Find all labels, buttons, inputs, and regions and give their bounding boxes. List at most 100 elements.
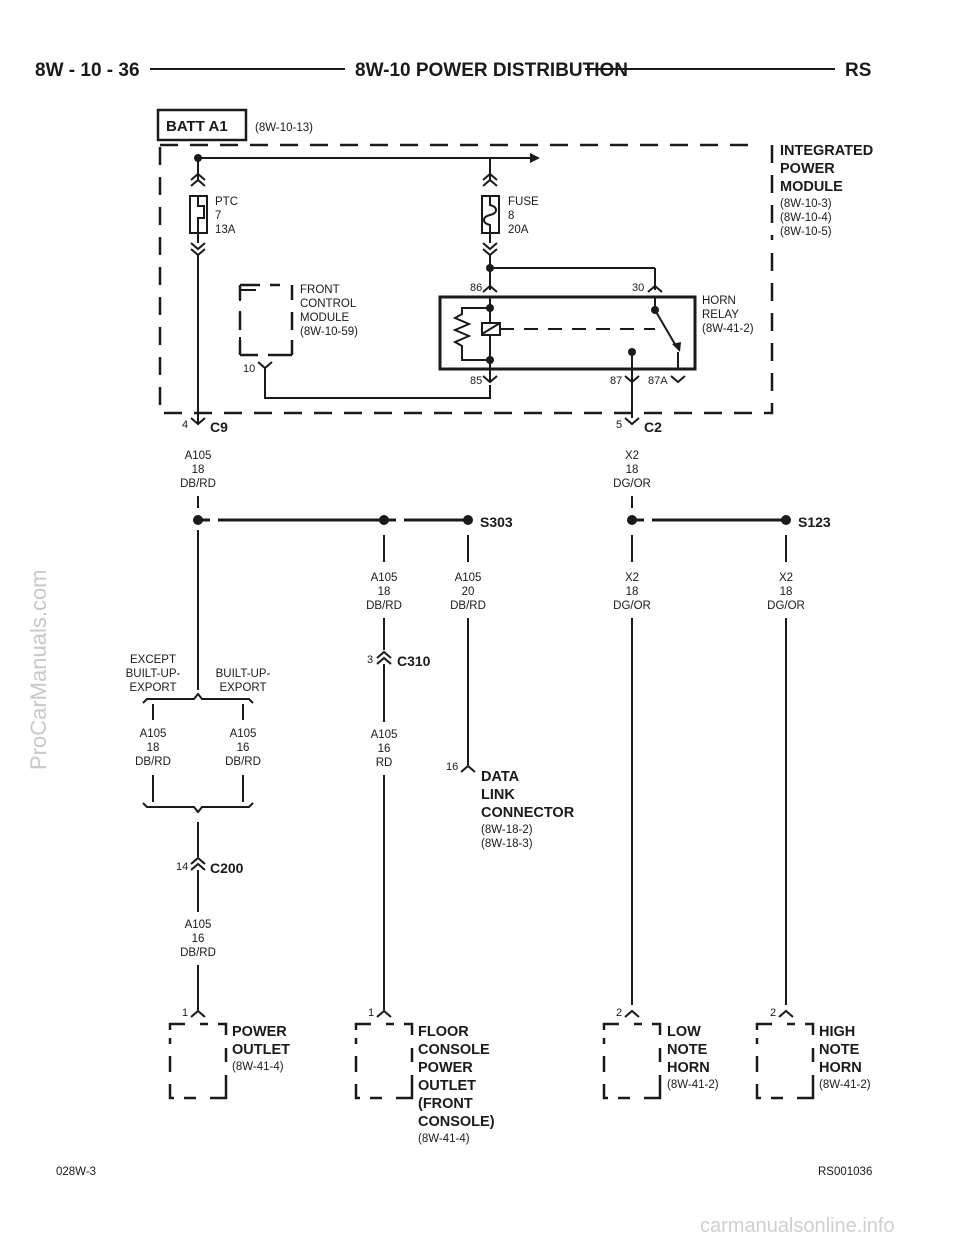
wire-label-circuit: A105 bbox=[185, 450, 212, 462]
splice-s123-label: S123 bbox=[798, 514, 831, 530]
low-horn-pin: 2 bbox=[616, 1007, 622, 1019]
ipm-label-backing bbox=[750, 140, 840, 245]
fcm-ref: (8W-10-59) bbox=[300, 326, 358, 338]
option-except-line-2: BUILT-UP- bbox=[126, 668, 181, 680]
c200-pin: 14 bbox=[176, 861, 188, 873]
wire-label-circuit: A105 bbox=[185, 919, 212, 931]
option-split-brace bbox=[142, 692, 254, 704]
ipm-label-1: INTEGRATED bbox=[780, 143, 873, 159]
relay-pin-85: 85 bbox=[470, 375, 482, 387]
option-merge-brace bbox=[142, 802, 254, 814]
fuse-top-terminal-icon bbox=[482, 172, 498, 187]
high-horn-label-2: NOTE bbox=[819, 1042, 860, 1058]
wire-label-gauge: 16 bbox=[237, 742, 250, 754]
ipm-ref-1: (8W-10-3) bbox=[780, 198, 832, 210]
high-horn-terminal-icon bbox=[778, 1009, 794, 1018]
floor-outlet-label-3: POWER bbox=[418, 1060, 473, 1076]
c2-name: C2 bbox=[644, 419, 662, 435]
footer-figure-id: 028W-3 bbox=[56, 1166, 96, 1178]
dlc-label-2: LINK bbox=[481, 787, 515, 803]
fuse-number: 8 bbox=[508, 210, 514, 222]
high-note-horn-outline bbox=[755, 1022, 815, 1100]
relay-label-1: HORN bbox=[702, 295, 736, 307]
dlc-pin: 16 bbox=[446, 761, 458, 773]
c2-terminal-icon bbox=[624, 417, 640, 426]
power-outlet-terminal-icon bbox=[190, 1009, 206, 1018]
c310-connector-icon bbox=[376, 650, 392, 665]
wire-label-gauge: 16 bbox=[378, 743, 391, 755]
wire-label-gauge: 18 bbox=[626, 464, 639, 476]
horn-relay-box bbox=[438, 295, 697, 371]
c310-name: C310 bbox=[397, 653, 431, 669]
wire-label-circuit: X2 bbox=[779, 572, 793, 584]
c9-pin: 4 bbox=[182, 419, 188, 431]
s123-node-high-horn bbox=[781, 515, 791, 525]
option-builtup-line-1: BUILT-UP- bbox=[216, 668, 271, 680]
ptc-element-icon bbox=[197, 196, 205, 233]
s303-node-dlc bbox=[463, 515, 473, 525]
low-horn-label-2: NOTE bbox=[667, 1042, 708, 1058]
ipm-ref-3: (8W-10-5) bbox=[780, 226, 832, 238]
high-horn-ref: (8W-41-2) bbox=[819, 1079, 871, 1091]
relay-switch-arrow bbox=[672, 342, 681, 352]
relay-resistor-icon bbox=[452, 307, 490, 361]
relay-switch-icon bbox=[654, 309, 677, 347]
s123-node-c2 bbox=[627, 515, 637, 525]
wire-label-color: DB/RD bbox=[225, 756, 261, 768]
c9-name: C9 bbox=[210, 419, 228, 435]
wire-label-circuit: A105 bbox=[140, 728, 167, 740]
power-outlet-label-1: POWER bbox=[232, 1024, 287, 1040]
s123-bus-gap bbox=[644, 515, 652, 525]
dlc-label-3: CONNECTOR bbox=[481, 805, 575, 821]
fcm-terminal-icon bbox=[257, 361, 273, 370]
ipm-ref-2: (8W-10-4) bbox=[780, 212, 832, 224]
floor-outlet-label-5: (FRONT bbox=[418, 1096, 473, 1112]
header-page-number: 8W - 10 - 36 bbox=[35, 60, 140, 81]
ptc-bottom-terminal-icon bbox=[190, 242, 206, 257]
relay-pin-87: 87 bbox=[610, 375, 622, 387]
option-except-line-3: EXPORT bbox=[129, 682, 176, 694]
high-horn-label-3: HORN bbox=[819, 1060, 862, 1076]
wire-label-color: DB/RD bbox=[180, 478, 216, 490]
relay-label-2: RELAY bbox=[702, 309, 739, 321]
s303-node-c310 bbox=[379, 515, 389, 525]
s303-node-c9 bbox=[193, 515, 203, 525]
fuse-bottom-terminal-icon bbox=[482, 242, 498, 257]
dlc-ref-1: (8W-18-2) bbox=[481, 824, 533, 836]
wire-label-gauge: 18 bbox=[192, 464, 205, 476]
wire-label-color: DG/OR bbox=[767, 600, 805, 612]
batt-a1-label: BATT A1 bbox=[166, 118, 228, 135]
wire-label-color: DB/RD bbox=[366, 600, 402, 612]
floor-outlet-label-1: FLOOR bbox=[418, 1024, 469, 1040]
bus-arrow-icon bbox=[530, 153, 540, 163]
c200-connector-icon bbox=[190, 856, 206, 871]
low-horn-label-1: LOW bbox=[667, 1024, 701, 1040]
wire-label-gauge: 18 bbox=[378, 586, 391, 598]
batt-a1-ref: (8W-10-13) bbox=[255, 122, 313, 134]
low-note-horn-outline bbox=[602, 1022, 662, 1100]
power-outlet-outline bbox=[168, 1022, 228, 1100]
dlc-ref-2: (8W-18-3) bbox=[481, 838, 533, 850]
relay-pin-86: 86 bbox=[470, 282, 482, 294]
fcm-label-1: FRONT bbox=[300, 284, 340, 296]
low-horn-terminal-icon bbox=[624, 1009, 640, 1018]
floor-console-outlet-outline bbox=[354, 1022, 414, 1100]
dlc-label-1: DATA bbox=[481, 769, 520, 785]
ipm-label-3: MODULE bbox=[780, 179, 843, 195]
wire-label-circuit: A105 bbox=[371, 729, 398, 741]
relay-pin-87a: 87A bbox=[648, 375, 668, 387]
option-except-line-1: EXCEPT bbox=[130, 654, 176, 666]
relay-pin-30: 30 bbox=[632, 282, 644, 294]
fuse-element-icon bbox=[483, 196, 497, 233]
wire-label-gauge: 20 bbox=[462, 586, 475, 598]
ptc-label: PTC bbox=[215, 196, 238, 208]
floor-outlet-ref: (8W-41-4) bbox=[418, 1133, 470, 1145]
splice-s303-label: S303 bbox=[480, 514, 513, 530]
power-outlet-label-2: OUTLET bbox=[232, 1042, 290, 1058]
fcm-pin: 10 bbox=[243, 363, 255, 375]
wire-label-color: RD bbox=[376, 757, 393, 769]
wire-label-color: DG/OR bbox=[613, 478, 651, 490]
high-horn-label-1: HIGH bbox=[819, 1024, 855, 1040]
c200-name: C200 bbox=[210, 860, 244, 876]
